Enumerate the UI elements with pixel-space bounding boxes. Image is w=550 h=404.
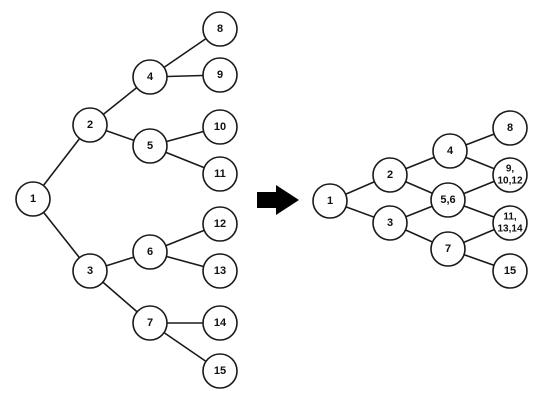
- node-circle: [432, 133, 468, 169]
- node-circle: [132, 59, 168, 95]
- node-label: 4: [147, 71, 154, 83]
- node-circle: [430, 231, 466, 267]
- node-circle: [492, 157, 528, 193]
- node-label: 15: [214, 365, 226, 377]
- node-circle: [372, 205, 408, 241]
- node-label: 10: [214, 121, 226, 133]
- node-label: 8: [507, 122, 513, 134]
- node-label: 5,6: [440, 194, 455, 206]
- node-label-line: 13,14: [497, 224, 522, 235]
- node-circle: [132, 305, 168, 341]
- node-label: 6: [147, 246, 153, 258]
- node-circle: [202, 353, 238, 389]
- left-tree-node: 10: [202, 109, 238, 145]
- node-circle: [132, 234, 168, 270]
- node-label: 4: [447, 145, 454, 157]
- node-circle: [72, 253, 108, 289]
- node-label: 9: [217, 69, 223, 81]
- node-circle: [202, 11, 238, 47]
- right-graph-node: 15: [492, 253, 528, 289]
- left-tree-node: 4: [132, 59, 168, 95]
- right-graph-edges: [329, 127, 511, 272]
- left-tree-node: 5: [132, 128, 168, 164]
- left-tree-node: 6: [132, 234, 168, 270]
- node-circle: [492, 110, 528, 146]
- node-label: 1: [30, 193, 36, 205]
- node-label-line: 9,: [506, 164, 515, 175]
- node-label: 1: [327, 195, 333, 207]
- node-circle: [202, 109, 238, 145]
- node-label: 14: [214, 317, 227, 329]
- node-circle: [492, 205, 528, 241]
- left-tree-node: 3: [72, 253, 108, 289]
- node-circle: [202, 253, 238, 289]
- node-circle: [72, 107, 108, 143]
- node-label: 8: [217, 23, 223, 35]
- node-label: 2: [387, 169, 393, 181]
- node-label-line: 10,12: [497, 176, 522, 187]
- right-graph-nodes: 1 2 3 4 5,6 7 8 9,10,12 11,13,14 15: [312, 110, 528, 289]
- left-tree-node: 15: [202, 353, 238, 389]
- node-circle: [430, 182, 466, 218]
- right-graph-node: 1: [312, 183, 348, 219]
- node-circle: [372, 157, 408, 193]
- left-tree-edges: [32, 28, 221, 372]
- node-label-line: 11,: [503, 212, 517, 223]
- right-graph-node: 4: [432, 133, 468, 169]
- left-tree-node: 8: [202, 11, 238, 47]
- node-label: 3: [387, 217, 393, 229]
- left-tree-node: 7: [132, 305, 168, 341]
- node-label: 7: [147, 317, 153, 329]
- right-graph-node: 5,6: [430, 182, 466, 218]
- node-label: 13: [214, 265, 226, 277]
- left-tree-node: 14: [202, 305, 238, 341]
- node-circle: [202, 305, 238, 341]
- right-graph-node: 9,10,12: [492, 157, 528, 193]
- node-circle: [202, 156, 238, 192]
- right-graph-node: 8: [492, 110, 528, 146]
- transform-arrow-icon: [257, 185, 299, 215]
- node-circle: [492, 253, 528, 289]
- right-graph-node: 7: [430, 231, 466, 267]
- node-circle: [202, 206, 238, 242]
- right-graph-node: 2: [372, 157, 408, 193]
- node-label: 11: [214, 168, 226, 180]
- left-tree-node: 1: [15, 181, 51, 217]
- node-label: 5: [147, 140, 153, 152]
- left-tree-node: 11: [202, 156, 238, 192]
- node-circle: [202, 57, 238, 93]
- right-graph-node: 3: [372, 205, 408, 241]
- right-graph-node: 11,13,14: [492, 205, 528, 241]
- node-label: 15: [504, 265, 516, 277]
- node-circle: [312, 183, 348, 219]
- node-label: 12: [214, 218, 226, 230]
- left-tree-node: 13: [202, 253, 238, 289]
- node-label: 7: [445, 243, 451, 255]
- node-label: 2: [87, 119, 93, 131]
- left-tree-node: 12: [202, 206, 238, 242]
- node-circle: [132, 128, 168, 164]
- node-label: 3: [87, 265, 93, 277]
- node-circle: [15, 181, 51, 217]
- left-tree-node: 9: [202, 57, 238, 93]
- left-tree-node: 2: [72, 107, 108, 143]
